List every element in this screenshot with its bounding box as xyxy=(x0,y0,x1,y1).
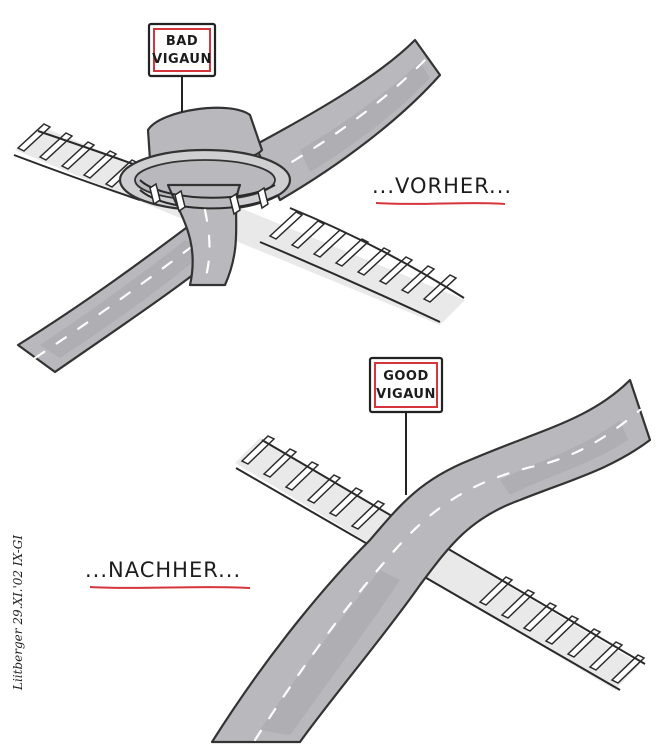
after-sign-line1: GOOD xyxy=(383,369,429,384)
before-road xyxy=(16,38,442,374)
after-road-bridge xyxy=(210,378,652,744)
before-rail-ties xyxy=(16,123,458,303)
artist-signature: Liitberger 29.XI.'02 IX-GI xyxy=(11,535,25,691)
after-caption-group: ...NACHHER... xyxy=(85,558,251,589)
before-caption-group: ...VORHER... xyxy=(372,174,512,205)
after-caption: ...NACHHER... xyxy=(85,558,241,582)
after-rail-ties xyxy=(240,435,646,684)
after-town-sign: GOOD VIGAUN xyxy=(368,356,444,495)
after-panel: GOOD VIGAUN ...NACHHER... xyxy=(85,356,652,744)
after-railway-track xyxy=(235,435,646,691)
before-knot xyxy=(118,106,292,287)
after-sign-line2: VIGAUN xyxy=(376,387,436,402)
before-sign-line1: BAD xyxy=(166,34,198,49)
before-town-sign: BAD VIGAUN xyxy=(147,22,217,112)
before-panel: BAD VIGAUN ...VORHER... xyxy=(13,22,512,374)
before-sign-line2: VIGAUN xyxy=(152,52,212,67)
before-caption: ...VORHER... xyxy=(372,174,512,198)
